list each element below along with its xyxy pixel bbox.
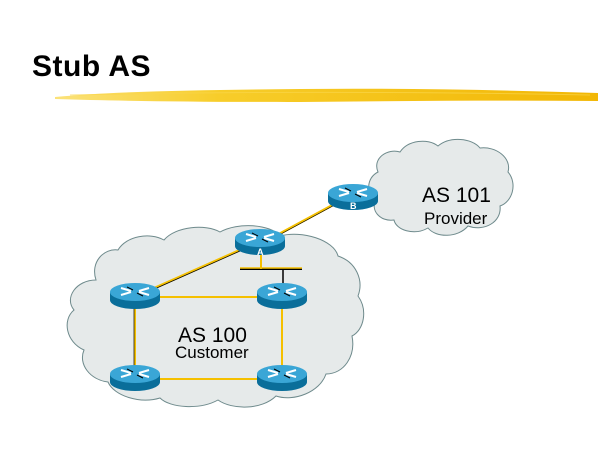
router-B[interactable]: B xyxy=(327,183,379,211)
as100-subtitle: Customer xyxy=(175,343,249,362)
as101-subtitle: Provider xyxy=(424,209,488,228)
router-label-B: B xyxy=(350,201,357,211)
as101-title: AS 101 xyxy=(422,184,491,207)
router-A[interactable]: A xyxy=(234,228,286,257)
router-label-A: A xyxy=(257,247,264,257)
title-underline-brush xyxy=(55,88,598,102)
cloud-as100 xyxy=(66,225,365,408)
router-R2[interactable] xyxy=(256,282,308,310)
slide-title: Stub AS xyxy=(32,50,152,83)
router-R1[interactable] xyxy=(109,282,161,310)
router-R4[interactable] xyxy=(256,364,308,392)
cloud-as101 xyxy=(368,139,514,236)
router-R3[interactable] xyxy=(109,364,161,392)
link-A-R1 xyxy=(149,248,241,292)
as100-title: AS 100 xyxy=(178,324,247,347)
